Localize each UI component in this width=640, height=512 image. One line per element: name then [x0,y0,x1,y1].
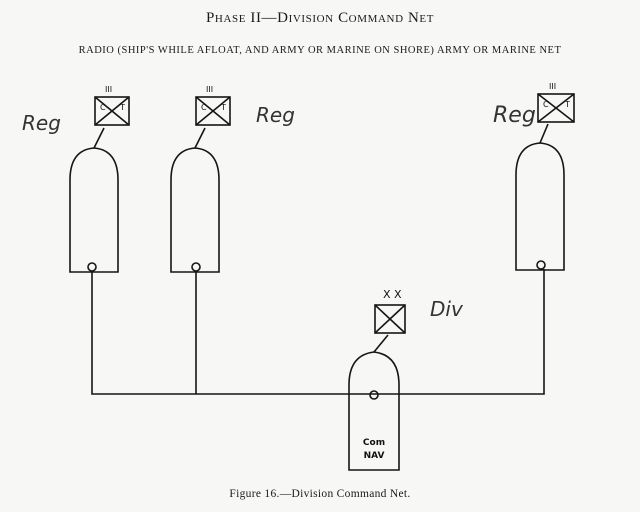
ship-2-flag [195,96,231,126]
ship-1-flag-left: C [100,103,106,112]
command-ship-handwritten-label: Div [430,297,464,321]
ship-3-flag-right: T [564,100,570,109]
ship-1-hull [69,147,119,273]
ship-2-flag-right: T [220,103,226,112]
net-line [91,269,545,395]
ship-3-antenna [536,260,546,270]
ship-2-flag-left: C [201,103,207,112]
command-ship-antenna [369,390,379,400]
ship-3-echelon: III [549,82,556,91]
ship-1-handwritten-label: Reg [22,111,61,135]
command-ship-echelon: X X [383,288,402,301]
ship-1-echelon: III [105,85,112,94]
ship-2-handwritten-label: Reg [256,103,295,127]
figure-caption: Figure 16.—Division Command Net. [229,488,411,500]
ship-3-flag-left: C [543,100,549,109]
diagram-subtitle: RADIO (SHIP'S WHILE AFLOAT, AND ARMY OR … [78,45,562,56]
ship-3-handwritten-label: Reg [493,103,536,128]
ship-3-flag [537,93,575,123]
ship-2-antenna [191,262,201,272]
ship-2-hull [170,147,220,273]
diagram-title: Phase II—Division Command Net [205,10,435,26]
ship-2-echelon: III [206,85,213,94]
command-ship-label-line2: NAV [364,451,385,461]
ship-3-hull [515,142,565,271]
command-ship-label-line1: Com [363,438,385,448]
ship-1-flag-right: T [119,103,125,112]
ship-1-flag [94,96,130,126]
command-ship-flag [374,304,406,334]
ship-1-antenna [87,262,97,272]
